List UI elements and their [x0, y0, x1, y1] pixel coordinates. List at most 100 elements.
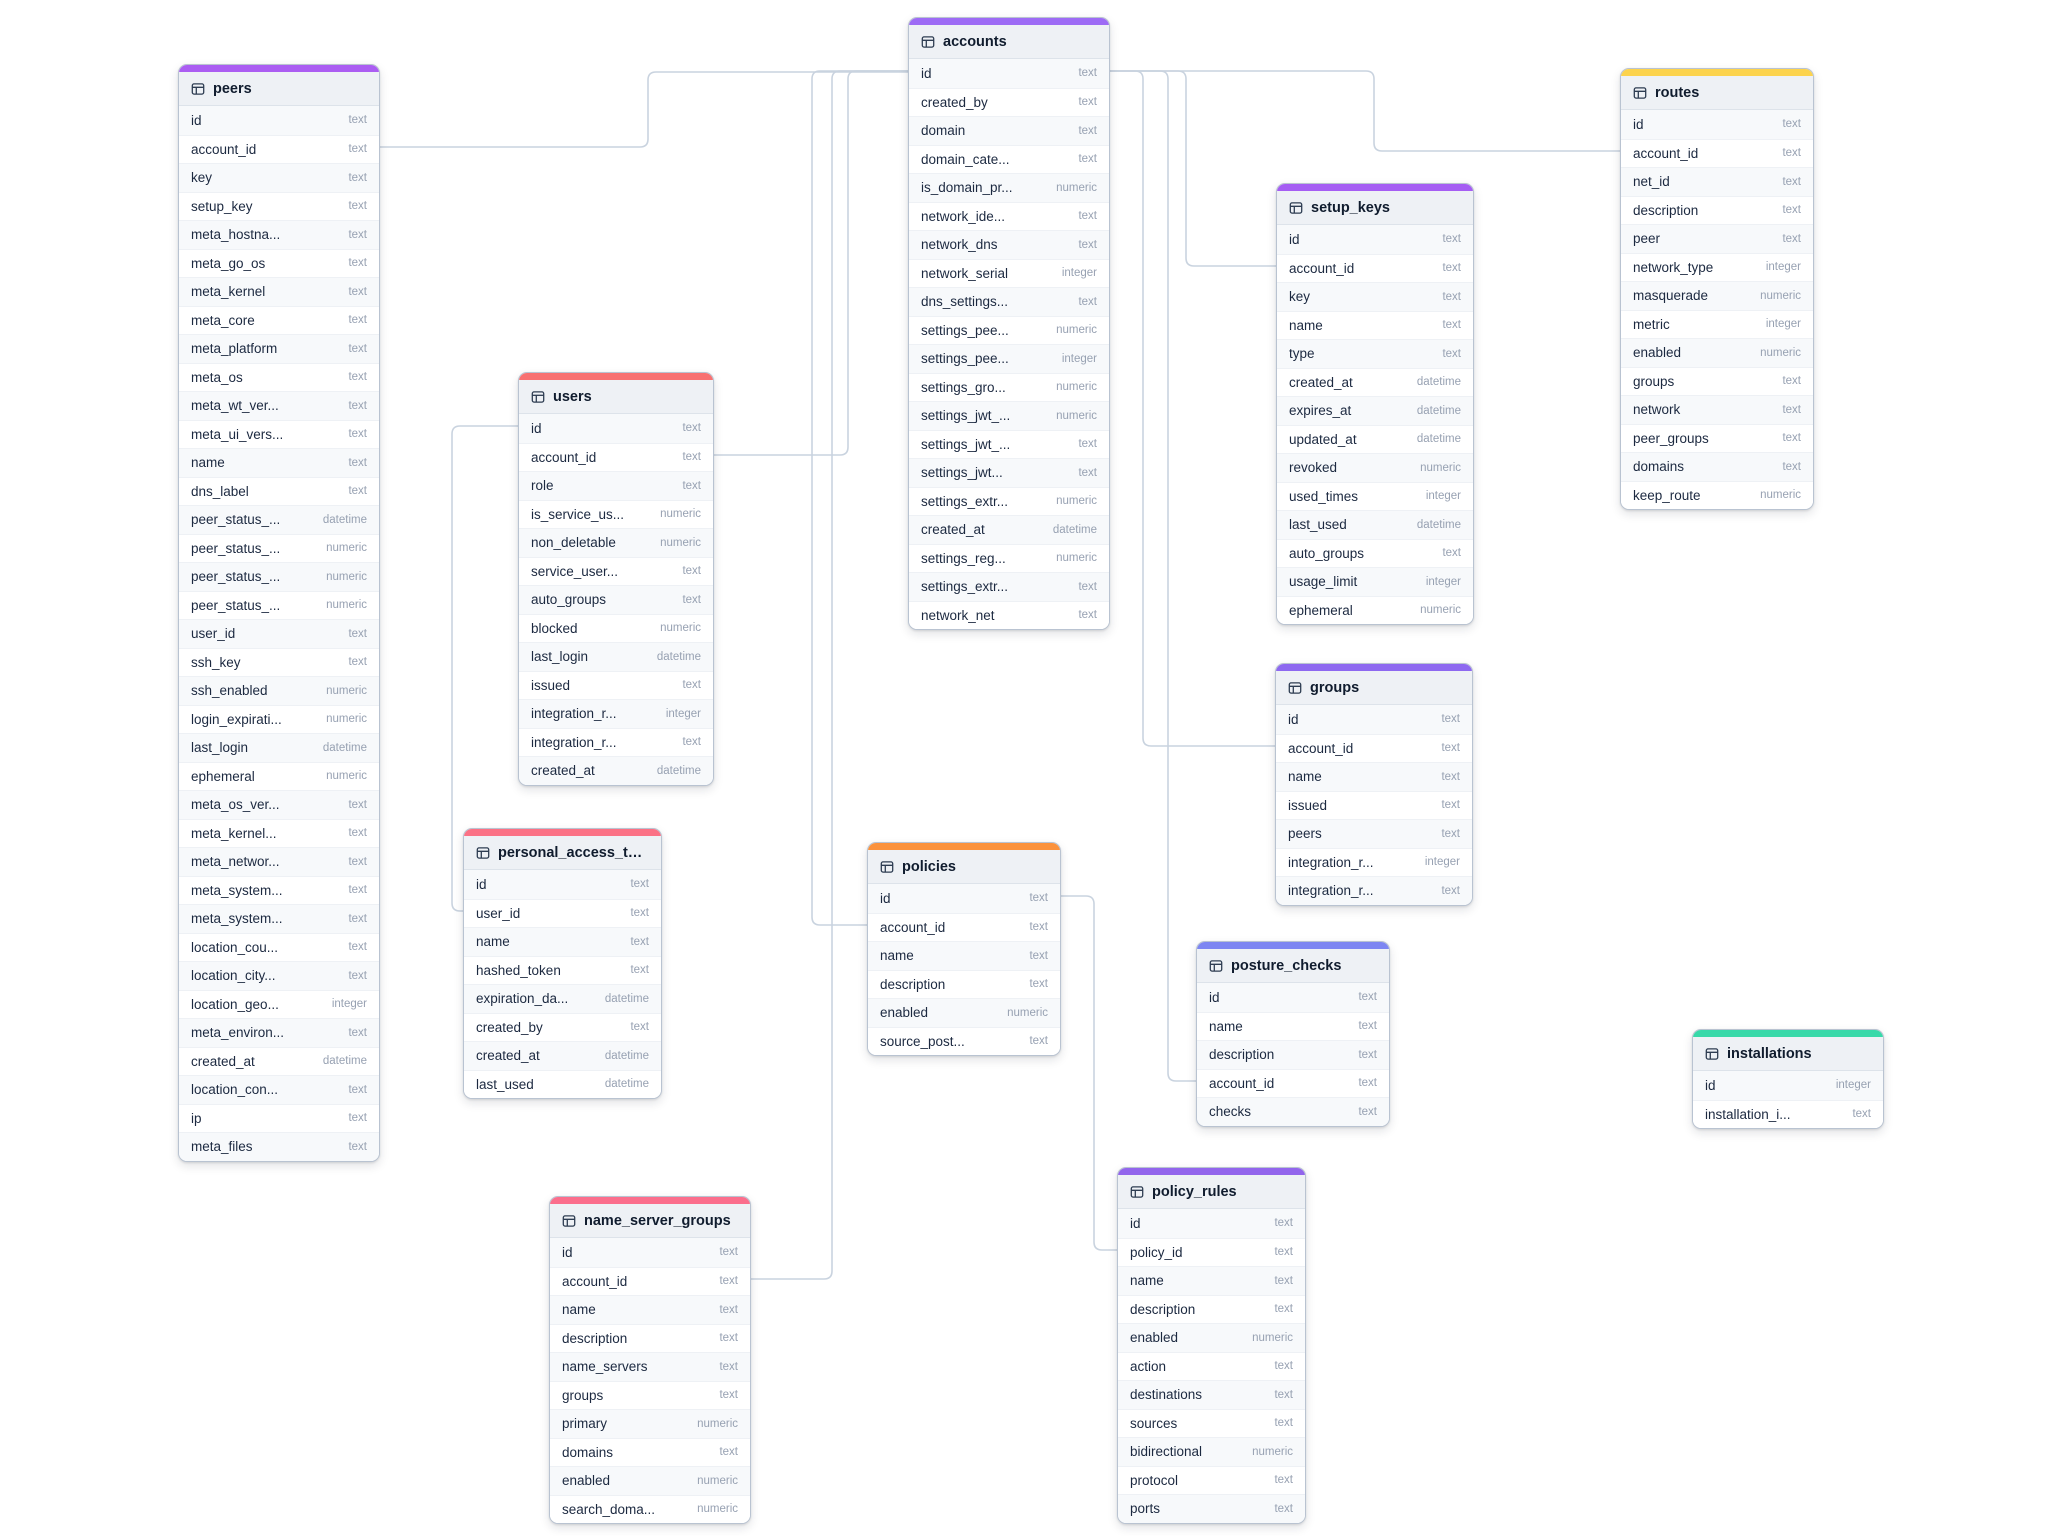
field-type: text: [348, 456, 367, 469]
field-name: peer_status_...: [191, 597, 281, 613]
table-header[interactable]: setup_keys: [1277, 191, 1473, 225]
table-personal_access_tokens[interactable]: personal_access_tokensidtextuser_idtextn…: [463, 828, 662, 1099]
field-name: destinations: [1130, 1387, 1203, 1403]
table-header[interactable]: users: [519, 380, 713, 414]
field-row-dns_settings...: dns_settings...text: [909, 287, 1109, 316]
relationship-routes.account_id->accounts.id: [1108, 70, 1620, 152]
table-header[interactable]: peers: [179, 72, 379, 106]
table-header[interactable]: posture_checks: [1197, 949, 1389, 983]
field-name: non_deletable: [531, 535, 616, 551]
field-name: location_cou...: [191, 939, 279, 955]
field-name: role: [531, 478, 554, 494]
table-header[interactable]: policies: [868, 850, 1060, 884]
field-name: key: [191, 170, 213, 186]
table-header[interactable]: name_server_groups: [550, 1204, 750, 1238]
table-icon: [1209, 959, 1223, 972]
table-icon: [476, 846, 490, 859]
field-type: numeric: [1056, 552, 1097, 565]
field-name: domain: [921, 123, 966, 139]
field-name: blocked: [531, 620, 578, 636]
field-type: numeric: [1056, 324, 1097, 337]
field-name: ssh_key: [191, 654, 241, 670]
field-row-meta_ui_vers...: meta_ui_vers...text: [179, 419, 379, 448]
field-type: text: [1358, 1105, 1377, 1118]
field-row-domain_cate...: domain_cate...text: [909, 144, 1109, 173]
table-accent-bar: [519, 373, 713, 380]
relationship-posture_checks.account_id->accounts.id: [1108, 70, 1196, 1082]
field-row-peer_status_...: peer_status_...numeric: [179, 533, 379, 562]
field-name: net_id: [1633, 174, 1670, 190]
table-header[interactable]: routes: [1621, 76, 1813, 110]
field-name: id: [921, 65, 932, 81]
field-type: text: [1441, 884, 1460, 897]
field-name: name: [191, 455, 225, 471]
field-type: datetime: [604, 1078, 649, 1091]
table-header[interactable]: accounts: [909, 25, 1109, 59]
field-name: keep_route: [1633, 487, 1701, 503]
field-name: domains: [1633, 459, 1685, 475]
table-header[interactable]: installations: [1693, 1037, 1883, 1071]
field-name: key: [1289, 289, 1311, 305]
field-name: last_used: [476, 1076, 534, 1092]
field-name: expiration_da...: [476, 991, 569, 1007]
field-name: id: [531, 420, 542, 436]
field-name: dns_label: [191, 483, 249, 499]
field-name: name: [1209, 1018, 1243, 1034]
field-row-settings_extr...: settings_extr...text: [909, 572, 1109, 601]
field-type: text: [1274, 1474, 1293, 1487]
field-name: id: [1633, 116, 1644, 132]
field-type: numeric: [1420, 461, 1461, 474]
table-header[interactable]: personal_access_tokens: [464, 836, 661, 870]
field-name: network_serial: [921, 265, 1009, 281]
field-type: text: [682, 422, 701, 435]
field-type: text: [1078, 153, 1097, 166]
field-type: datetime: [1416, 404, 1461, 417]
field-type: integer: [665, 707, 701, 720]
field-row-source_post...: source_post...text: [868, 1026, 1060, 1055]
field-name: user_id: [476, 905, 521, 921]
field-type: text: [682, 679, 701, 692]
field-type: datetime: [656, 764, 701, 777]
field-name: id: [562, 1244, 573, 1260]
field-type: text: [348, 200, 367, 213]
field-name: installation_i...: [1705, 1106, 1791, 1122]
field-name: account_id: [1288, 740, 1354, 756]
table-accent-bar: [1277, 184, 1473, 191]
relationship-users.account_id->accounts.id: [712, 70, 908, 456]
field-name: id: [1130, 1215, 1141, 1231]
field-type: text: [630, 1021, 649, 1034]
field-type: text: [1274, 1388, 1293, 1401]
table-header[interactable]: policy_rules: [1118, 1175, 1305, 1209]
field-type: text: [682, 593, 701, 606]
field-name: account_id: [1633, 145, 1699, 161]
table-header[interactable]: groups: [1276, 671, 1472, 705]
field-name: description: [1209, 1047, 1275, 1063]
field-type: text: [348, 114, 367, 127]
